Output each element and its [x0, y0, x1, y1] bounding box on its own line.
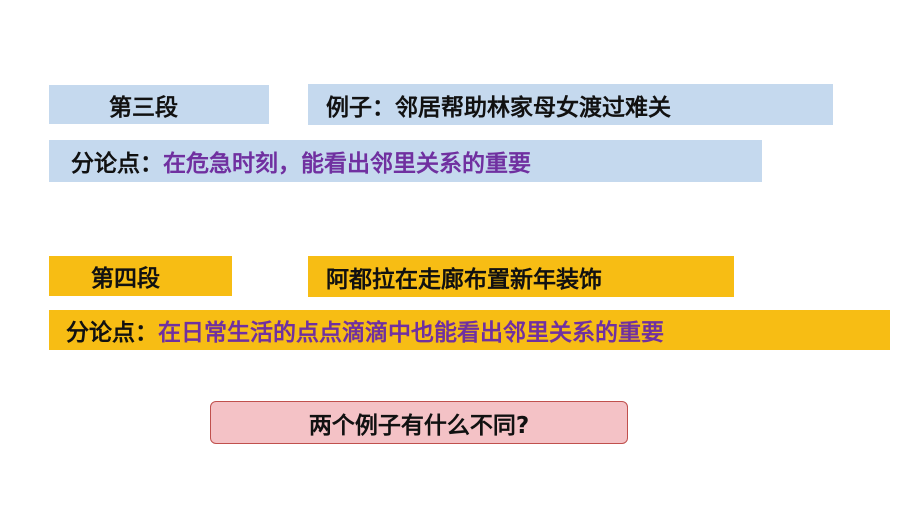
- section4-heading-box: 第四段: [49, 256, 232, 296]
- section4-example: 阿都拉在走廊布置新年装饰: [326, 266, 602, 293]
- section3-point-text: 在危急时刻，能看出邻里关系的重要: [163, 151, 531, 177]
- section4-point-box: 分论点： 在日常生活的点点滴滴中也能看出邻里关系的重要: [49, 310, 890, 350]
- section3-heading-box: 第三段: [49, 85, 269, 124]
- question-text: 两个例子有什么不同?: [308, 412, 530, 439]
- section3-example: 例子：邻居帮助林家母女渡过难关: [326, 94, 671, 121]
- question-box: 两个例子有什么不同?: [210, 401, 628, 444]
- section3-heading: 第三段: [109, 94, 178, 121]
- section3-point-label: 分论点：: [71, 151, 163, 177]
- section3-point-box: 分论点： 在危急时刻，能看出邻里关系的重要: [49, 140, 762, 182]
- section3-example-box: 例子：邻居帮助林家母女渡过难关: [308, 84, 833, 125]
- section4-heading: 第四段: [91, 266, 160, 292]
- section4-point-label: 分论点：: [66, 320, 158, 346]
- section4-example-box: 阿都拉在走廊布置新年装饰: [308, 256, 734, 297]
- section4-point-text: 在日常生活的点点滴滴中也能看出邻里关系的重要: [158, 320, 664, 346]
